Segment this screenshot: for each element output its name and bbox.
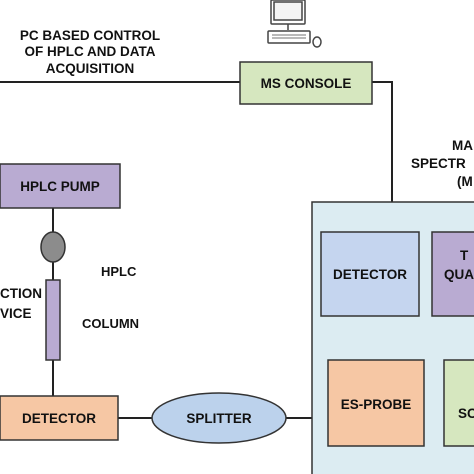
ms-console-box (239, 61, 373, 105)
splitter-label: SPLITTER (186, 411, 252, 426)
ms-title-line2: SPECTR (411, 156, 466, 171)
lc-detector-label: DETECTOR (22, 411, 96, 426)
source-label: SC (458, 406, 474, 421)
es-probe-label: ES-PROBE (341, 397, 412, 412)
es-probe-box (327, 359, 425, 447)
triple-quad-box (431, 231, 474, 317)
pc-control-line2: OF HPLC AND DATA (25, 44, 156, 59)
ms-title-line1: MA (452, 138, 473, 153)
pc-control-line1: PC BASED CONTROL (20, 28, 160, 43)
ms-detector-label: DETECTOR (333, 267, 407, 282)
ms-detector-box (320, 231, 420, 317)
pc-control-line3: ACQUISITION (46, 61, 135, 76)
injection-line2: VICE (0, 306, 32, 321)
splitter-node (151, 392, 287, 444)
lc-detector-box (0, 395, 119, 441)
computer-icon (267, 0, 322, 48)
hplc-pump-label: HPLC PUMP (20, 179, 100, 194)
hplc-pump-box (0, 163, 121, 209)
hplc-label: HPLC (101, 264, 137, 279)
ms-console-label: MS CONSOLE (261, 76, 352, 91)
triple-quad-line2: QUA (444, 267, 474, 282)
line-console-to-detector (372, 81, 393, 232)
injector-valve (40, 231, 66, 263)
source-box (443, 359, 474, 447)
hplc-column (45, 279, 61, 361)
injection-line1: CTION (0, 286, 42, 301)
ms-title-line3: (M (457, 174, 473, 189)
triple-quad-line1: T (460, 248, 469, 263)
column-label: COLUMN (82, 316, 139, 331)
